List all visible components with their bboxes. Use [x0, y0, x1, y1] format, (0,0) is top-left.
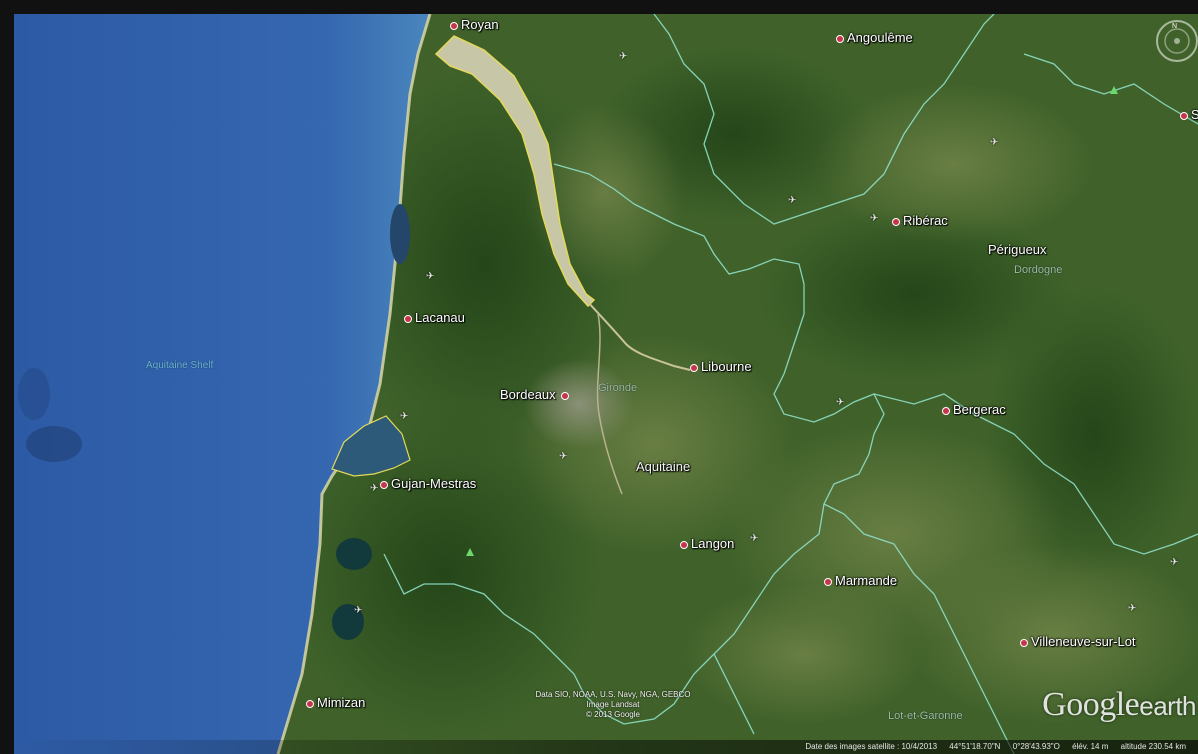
- navigation-compass[interactable]: N: [1154, 18, 1198, 64]
- place-angouleme[interactable]: Angoulême: [836, 31, 913, 44]
- land-texture: [284, 44, 1198, 744]
- place-bergerac[interactable]: Bergerac: [942, 403, 1006, 416]
- place-villeneuve-sur-lot[interactable]: Villeneuve-sur-Lot: [1020, 635, 1136, 648]
- longitude-readout: 0°28'43.93"O: [1012, 742, 1060, 751]
- admin-boundaries: [383, 14, 1198, 754]
- place-royan[interactable]: Royan: [450, 18, 499, 31]
- latitude-readout: 44°51'18.70"N: [949, 742, 1001, 751]
- city-dot-icon: [1180, 111, 1188, 120]
- place-riberac[interactable]: Ribérac: [892, 214, 948, 227]
- airport-icon[interactable]: ✈: [354, 605, 363, 616]
- city-dot-icon: [380, 480, 388, 489]
- satellite-map[interactable]: [14, 14, 1198, 754]
- city-dot-icon: [942, 406, 950, 415]
- place-lacanau[interactable]: Lacanau: [404, 311, 465, 324]
- city-dot-icon: [836, 34, 844, 43]
- city-dot-icon: [561, 391, 570, 400]
- lake-parentis: [332, 604, 364, 640]
- arcachon-bay: [331, 415, 411, 477]
- google-earth-logo: Googleearth: [1042, 686, 1196, 723]
- airport-icon[interactable]: ✈: [426, 271, 435, 282]
- map-viewport[interactable]: ✈ ✈ ✈ ✈ ✈ ✈ ✈ ✈ ✈ ✈ ✈ ✈ ✈ Royan Angoulêm…: [14, 14, 1198, 754]
- airport-icon[interactable]: ✈: [836, 397, 845, 408]
- imagery-attribution: Data SIO, NOAA, U.S. Navy, NGA, GEBCO Im…: [535, 690, 691, 719]
- place-libourne[interactable]: Libourne: [690, 360, 752, 373]
- altitude-readout: altitude 230.54 km: [1120, 742, 1186, 751]
- status-bar: Date des images satellite : 10/4/2013 44…: [14, 740, 1198, 754]
- lake-cazaux: [336, 538, 372, 570]
- place-marmande[interactable]: Marmande: [824, 574, 897, 587]
- airport-icon[interactable]: ✈: [370, 483, 379, 494]
- river-dordogne: Dordogne: [1014, 264, 1063, 276]
- city-dot-icon: [824, 577, 832, 586]
- airport-icon[interactable]: ✈: [990, 137, 999, 148]
- lake-hourtin: [390, 204, 410, 264]
- city-dot-icon: [680, 540, 688, 549]
- place-mimizan[interactable]: Mimizan: [306, 696, 365, 709]
- marker-icon[interactable]: [466, 548, 474, 556]
- atlantic-ocean: [14, 14, 430, 754]
- airport-icon[interactable]: ✈: [870, 213, 879, 224]
- place-gujan-mestras[interactable]: Gujan-Mestras: [380, 477, 476, 490]
- city-dot-icon: [1020, 638, 1028, 647]
- city-dot-icon: [306, 699, 314, 708]
- city-dot-icon: [892, 217, 900, 226]
- airport-icon[interactable]: ✈: [400, 411, 409, 422]
- feature-aquitaine-shelf: Aquitaine Shelf: [146, 360, 214, 371]
- compass-icon[interactable]: N: [1154, 18, 1198, 64]
- airport-icon[interactable]: ✈: [1128, 603, 1137, 614]
- place-perigueux[interactable]: Périgueux: [988, 242, 1047, 257]
- airport-icon[interactable]: ✈: [559, 451, 568, 462]
- city-dot-icon: [404, 314, 412, 323]
- airport-icon[interactable]: ✈: [1170, 557, 1179, 568]
- marker-icon[interactable]: [1110, 86, 1118, 94]
- place-sa[interactable]: Sa: [1180, 108, 1198, 121]
- imagery-date: Date des images satellite : 10/4/2013: [805, 742, 938, 751]
- elevation-readout: élév. 14 m: [1072, 742, 1109, 751]
- place-bordeaux[interactable]: Bordeaux: [500, 388, 572, 401]
- dept-lot-et-garonne: Lot-et-Garonne: [888, 710, 963, 722]
- compass-north-label: N: [1172, 23, 1177, 30]
- city-dot-icon: [450, 21, 458, 30]
- city-dot-icon: [690, 363, 698, 372]
- airport-icon[interactable]: ✈: [619, 51, 628, 62]
- dept-gironde: Gironde: [598, 382, 638, 394]
- place-langon[interactable]: Langon: [680, 537, 734, 550]
- airport-icon[interactable]: ✈: [788, 195, 797, 206]
- region-aquitaine: Aquitaine: [636, 459, 691, 474]
- gironde-estuary: [434, 35, 596, 308]
- airport-icon[interactable]: ✈: [750, 533, 759, 544]
